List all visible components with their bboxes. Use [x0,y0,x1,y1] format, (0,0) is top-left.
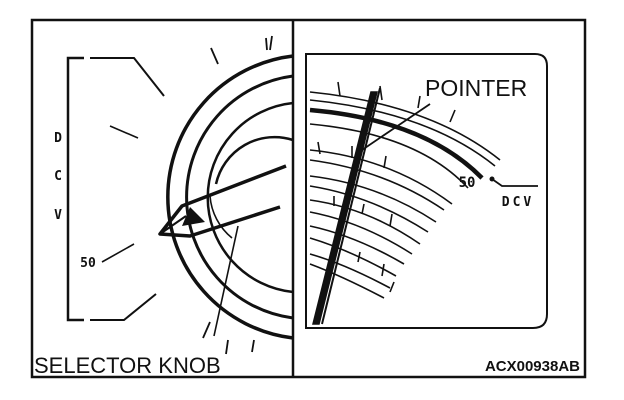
dial-value-50: 50 [80,256,96,271]
pointer-leader-line [361,103,431,151]
right-panel: POINTER 50 DCV ACX00938AB [305,53,580,375]
meter-needle [312,91,378,325]
scale-arcs [309,91,501,299]
meter-window [305,53,548,329]
figure-code: ACX00938AB [485,358,580,375]
knob-pointer-handle [158,164,287,238]
range-letter-c: C [54,169,62,184]
unit-label-dcv: DCV [502,195,534,210]
dcv-leader-line [491,178,538,187]
range-letter-v: V [54,208,62,223]
dial-value-leader [101,243,135,263]
range-bracket [66,56,84,322]
label-pointer: POINTER [425,75,527,101]
range-boundary-bottom [90,293,157,321]
range-letter-d: D [54,131,62,146]
figure-frame [30,18,587,379]
range-boundary-top [90,57,165,97]
knob-ticks [202,35,273,355]
left-panel: D C V 50 [34,35,294,378]
knob-rings [166,54,294,340]
scale-value-50: 50 [459,175,476,191]
knob-leader-line [213,225,239,337]
caption-selector-knob: SELECTOR KNOB [34,353,221,378]
range-boundary-mid [109,125,139,139]
meter-needle-edge [321,87,381,325]
knob-pointer-tip [182,207,205,226]
